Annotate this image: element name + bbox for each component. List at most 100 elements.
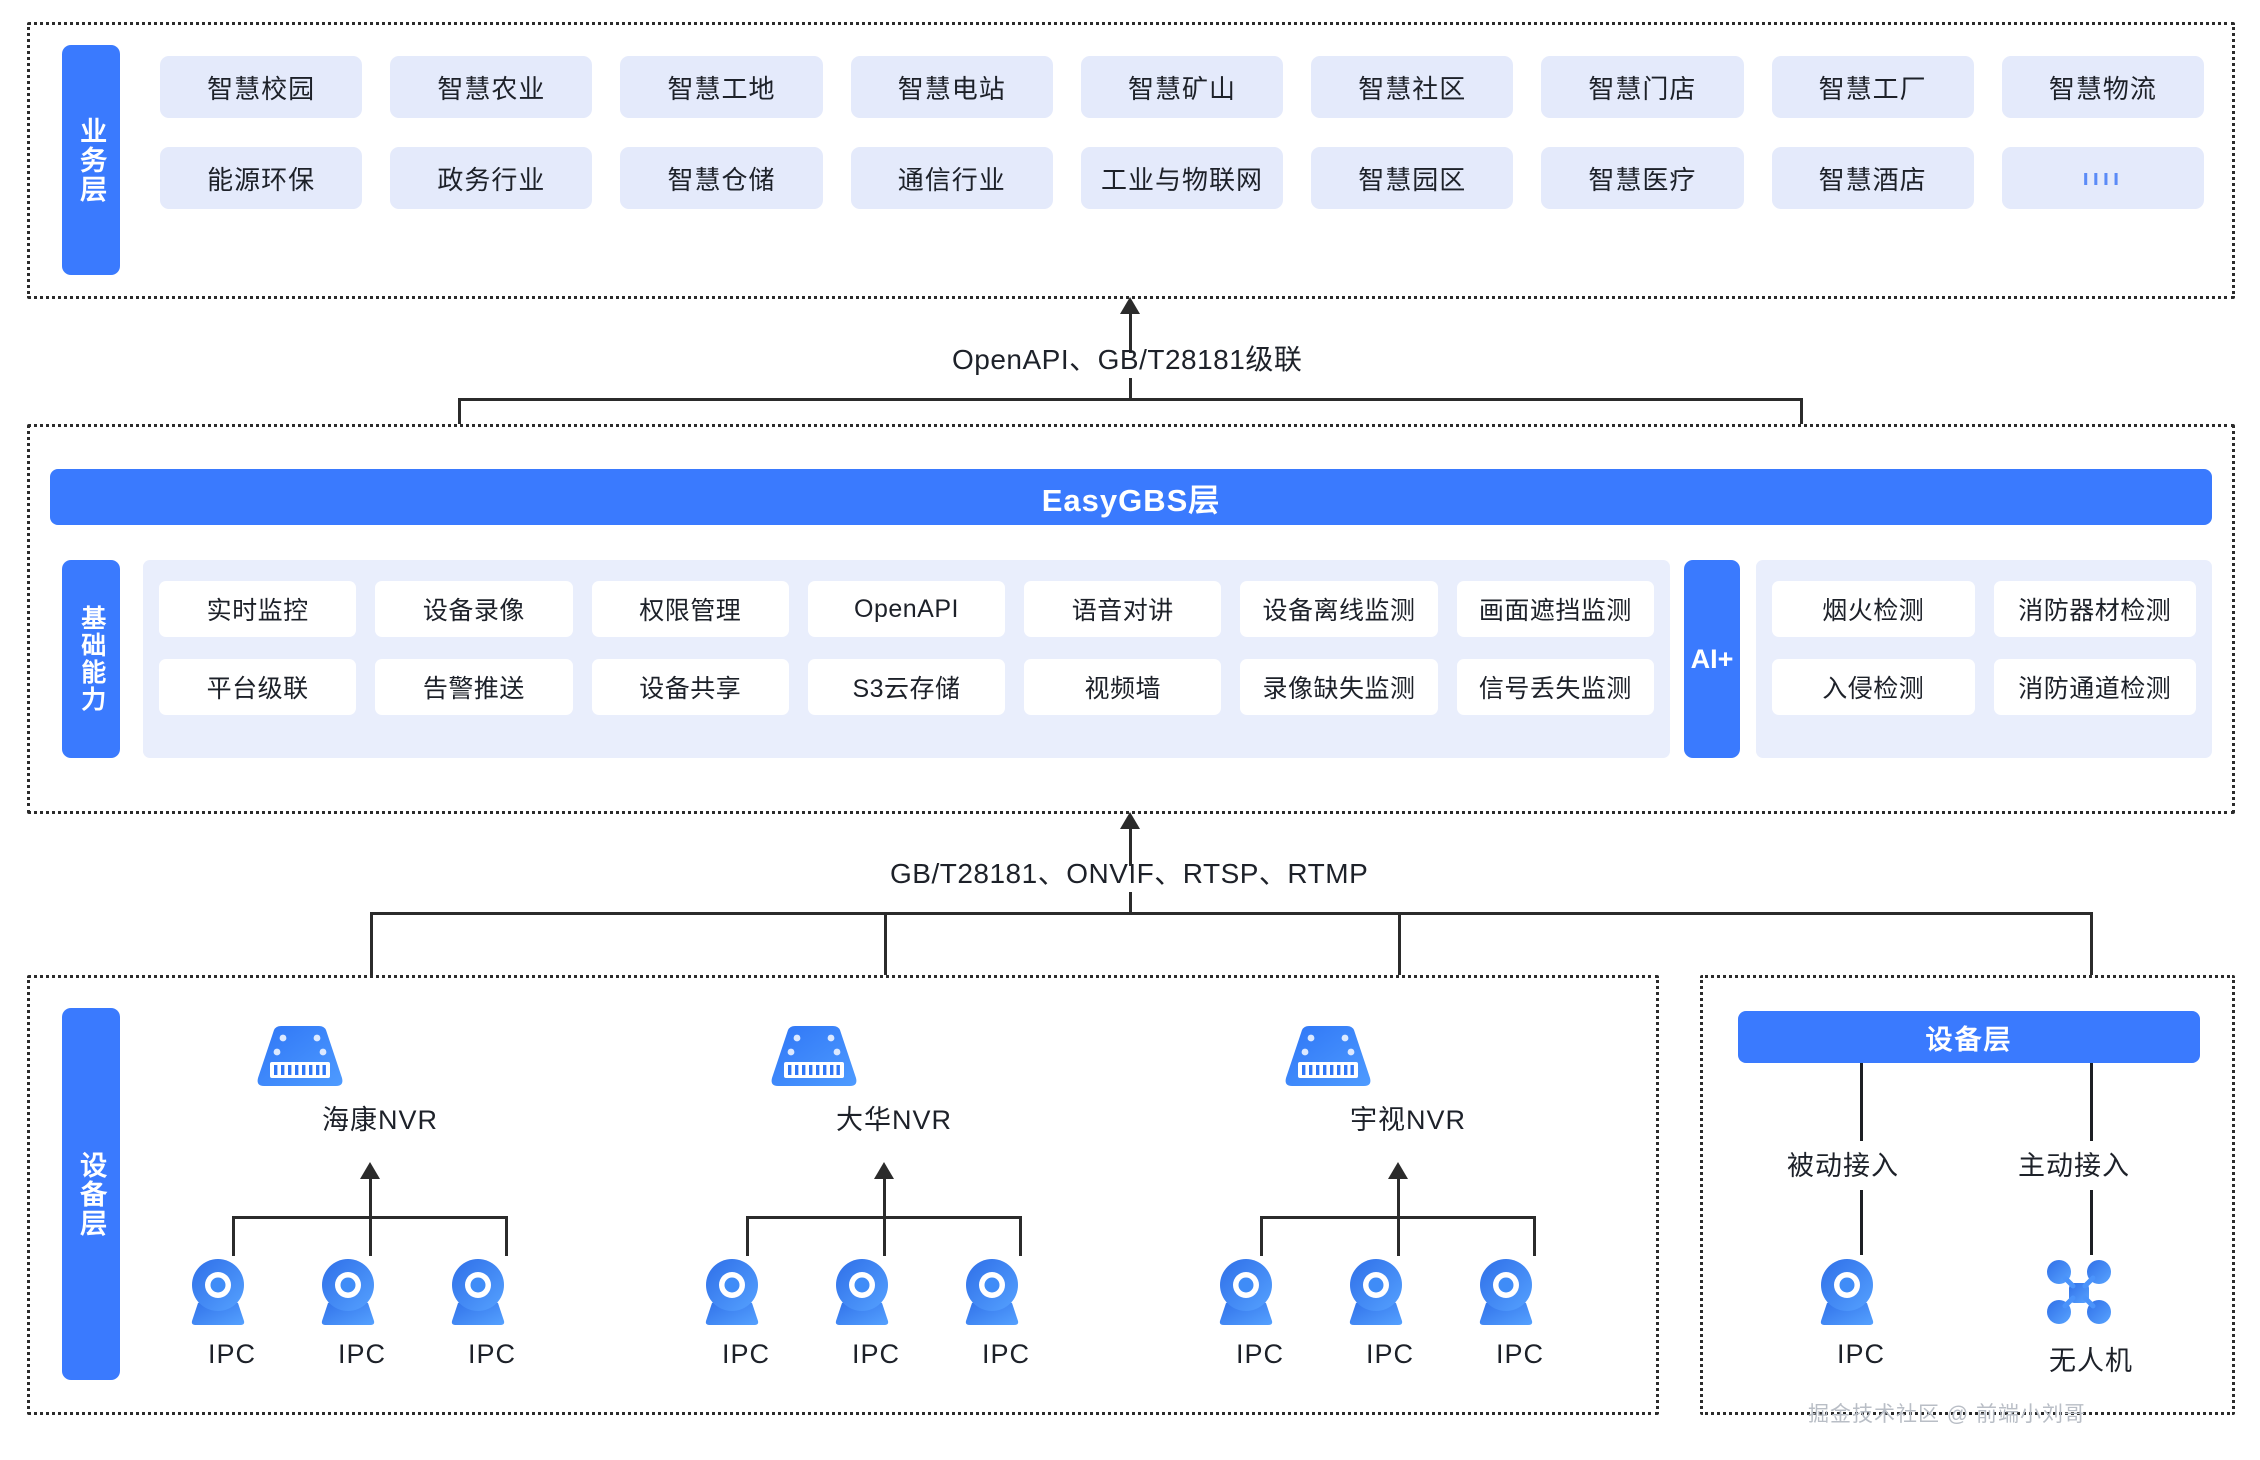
passive-access-label: 被动接入 [1787,1151,1899,1181]
business-chip[interactable]: 智慧门店 [1541,56,1744,118]
nvr-label: 大华NVR [835,1105,952,1135]
active-branch-line-top [2090,1063,2093,1141]
connector-stem-2 [1129,828,1132,866]
ipc-node: IPC [696,1255,796,1370]
nvr-icon [771,1026,857,1086]
ipc-node: IPC [956,1255,1056,1370]
capability-chip[interactable]: OpenAPI [807,581,1006,637]
ipc-drop [1019,1216,1022,1256]
nvr-group-uniview: 宇视NVR [1278,1022,1538,1137]
connector-stem-lower [1129,378,1132,400]
capability-chip[interactable]: 视频墙 [1024,659,1222,715]
ai-capability-chip[interactable]: 消防器材检测 [1993,581,2196,637]
ipc-label: IPC [337,1339,386,1369]
ipc-camera-icon [835,1259,889,1325]
ai-capability-chip[interactable]: 消防通道检测 [1993,659,2196,715]
drone-icon [2047,1260,2111,1324]
capability-grid: 实时监控 设备录像 权限管理 OpenAPI 语音对讲 设备离线监测 画面遮挡监… [159,581,1654,715]
ai-capability-grid: 烟火检测 消防器材检测 入侵检测 消防通道检测 [1772,581,2196,715]
ipc-node: IPC [1470,1255,1570,1370]
ai-row-1: 烟火检测 消防器材检测 [1772,581,2196,637]
nvr-group-dahua: 大华NVR [764,1022,1024,1137]
nvr-label: 海康NVR [321,1105,438,1135]
connector-bottom-label: GB/T28181、ONVIF、RTSP、RTMP [890,858,1369,889]
business-chip[interactable]: 工业与物联网 [1080,147,1284,209]
device-layer-side-label: 设备层 [62,1008,120,1380]
business-chip[interactable]: 智慧园区 [1311,147,1514,209]
capability-chip[interactable]: 设备共享 [591,659,789,715]
nvr-group-hikvision: 海康NVR [250,1022,510,1137]
ipc-camera-icon [1479,1259,1533,1325]
capability-chip[interactable]: 设备离线监测 [1240,581,1438,637]
business-chip[interactable]: 通信行业 [850,147,1053,209]
nvr-uplink-arrow-icon [360,1162,380,1179]
capability-chip[interactable]: 语音对讲 [1024,581,1222,637]
business-chip[interactable]: 智慧农业 [390,56,593,118]
capability-chip[interactable]: 实时监控 [159,581,357,637]
business-chip[interactable]: 智慧医疗 [1541,147,1744,209]
ipc-drop [505,1216,508,1256]
business-chip[interactable]: 智慧物流 [2001,56,2204,118]
capability-chip[interactable]: 画面遮挡监测 [1456,581,1654,637]
capability-chip[interactable]: 录像缺失监测 [1240,659,1438,715]
ai-plus-text: AI+ [1690,643,1734,674]
nvr-uplink-stem [369,1178,372,1218]
business-layer-side-label: 业务层 [62,45,120,275]
business-chip[interactable]: 能源环保 [160,147,363,209]
connector-stem [1129,313,1132,353]
ipc-row-hikvision: IPC IPC IPC [182,1255,542,1370]
business-chip[interactable]: 智慧工地 [620,56,823,118]
ipc-label: IPC [981,1339,1030,1369]
ipc-drop [1533,1216,1536,1256]
watermark: 掘金技术社区 @ 前端小刘哥 [1808,1403,2086,1426]
business-chip[interactable]: 智慧工厂 [1771,56,1974,118]
capability-chip[interactable]: 告警推送 [375,659,573,715]
business-chip-grid: 智慧校园 智慧农业 智慧工地 智慧电站 智慧矿山 智慧社区 智慧门店 智慧工厂 … [160,56,2204,209]
ipc-drop [1260,1216,1263,1256]
active-access-label: 主动接入 [2018,1151,2130,1181]
connector-bus-2 [370,912,2093,915]
capability-chip[interactable]: 信号丢失监测 [1456,659,1654,715]
ai-capability-chip[interactable]: 烟火检测 [1772,581,1975,637]
capability-side-label: 基础能力 [62,560,120,758]
ipc-camera-icon [1820,1259,1874,1325]
ipc-camera-icon [451,1259,505,1325]
business-chip[interactable]: 智慧矿山 [1080,56,1284,118]
capability-chip[interactable]: S3云存储 [807,659,1006,715]
business-chip[interactable]: 智慧酒店 [1771,147,1974,209]
connector-arrow-up-icon-2 [1120,812,1140,829]
connector-drop-dahua [884,912,887,1022]
ipc-node: IPC [442,1255,542,1370]
ipc-camera-icon [1219,1259,1273,1325]
business-row-1: 智慧校园 智慧农业 智慧工地 智慧电站 智慧矿山 智慧社区 智慧门店 智慧工厂 … [160,56,2204,118]
business-chip[interactable]: 智慧仓储 [620,147,823,209]
ipc-camera-icon [705,1259,759,1325]
business-chip[interactable]: 智慧电站 [850,56,1053,118]
business-chip[interactable]: 政务行业 [390,147,593,209]
nvr-icon [1285,1026,1371,1086]
ipc-drop [883,1216,886,1256]
capability-chip[interactable]: 设备录像 [375,581,573,637]
ipc-node: IPC [1210,1255,1310,1370]
business-chip-more[interactable]: ıııı [2001,147,2204,209]
nvr-label: 宇视NVR [1349,1105,1466,1135]
ai-plus-side-label: AI+ [1684,560,1740,758]
connector-drop-hik [370,912,373,1022]
capability-row-1: 实时监控 设备录像 权限管理 OpenAPI 语音对讲 设备离线监测 画面遮挡监… [159,581,1654,637]
drone-label: 无人机 [2049,1346,2133,1376]
ipc-row-dahua: IPC IPC IPC [696,1255,1056,1370]
connector-bus [458,398,1803,401]
ipc-node: IPC [182,1255,282,1370]
ipc-node-right: IPC [1811,1255,1911,1370]
nvr-uplink-stem [1397,1178,1400,1218]
capability-row-2: 平台级联 告警推送 设备共享 S3云存储 视频墙 录像缺失监测 信号丢失监测 [159,659,1654,715]
business-chip[interactable]: 智慧校园 [160,56,363,118]
ipc-camera-icon [191,1259,245,1325]
ipc-node: IPC [826,1255,926,1370]
capability-chip[interactable]: 权限管理 [591,581,789,637]
ai-capability-chip[interactable]: 入侵检测 [1772,659,1975,715]
ipc-label: IPC [1836,1339,1885,1369]
business-chip[interactable]: 智慧社区 [1311,56,1514,118]
capability-chip[interactable]: 平台级联 [159,659,357,715]
